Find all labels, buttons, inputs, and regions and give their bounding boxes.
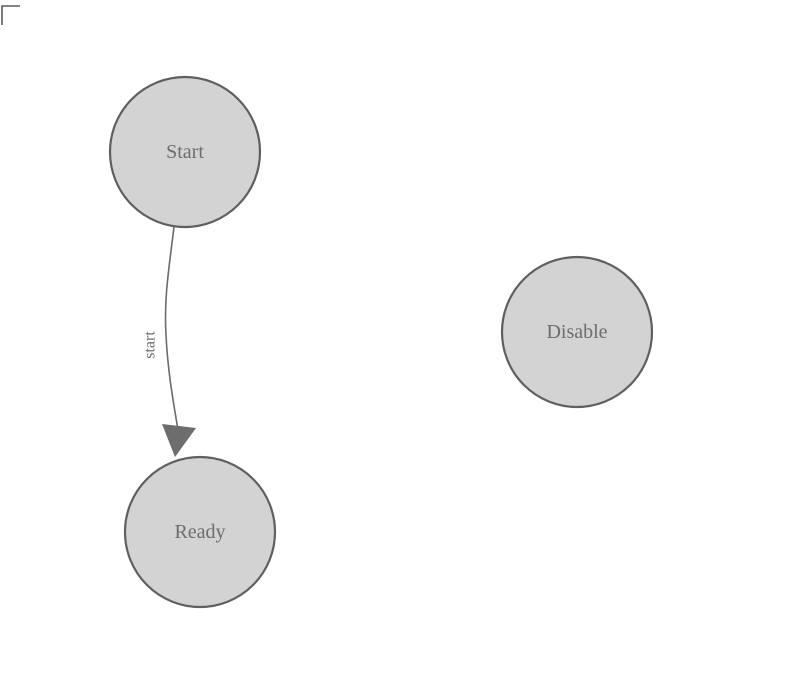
node-disable[interactable]: Disable (500, 255, 654, 409)
node-start-circle[interactable] (108, 75, 262, 229)
edge-label-start: start (142, 331, 159, 359)
edge-line (164, 226, 179, 431)
arrowhead-icon (162, 424, 196, 457)
node-start-label: Start (166, 141, 204, 163)
node-ready-circle[interactable] (123, 455, 277, 609)
node-ready-label: Ready (174, 521, 225, 543)
node-start[interactable]: Start (108, 75, 262, 229)
edge-start-to-ready[interactable]: start (142, 226, 197, 457)
node-disable-label: Disable (546, 321, 607, 343)
node-ready[interactable]: Ready (123, 455, 277, 609)
canvas-corner-mark-icon (1, 5, 20, 25)
node-disable-circle[interactable] (500, 255, 654, 409)
